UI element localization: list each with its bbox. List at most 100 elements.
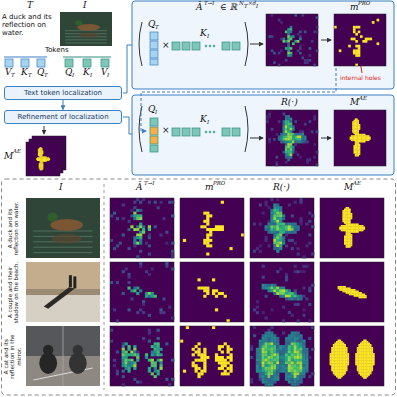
parenthesis	[245, 22, 248, 66]
heatmap-cell	[125, 364, 128, 367]
heatmap-cell	[41, 167, 42, 168]
beach-photo	[26, 262, 100, 322]
heatmap-cell	[299, 133, 302, 136]
heatmap-cell	[45, 157, 46, 158]
heatmap-cell	[262, 276, 265, 279]
heatmap-cell	[299, 135, 302, 138]
heatmap-cell	[270, 359, 273, 362]
heatmap-cell	[125, 359, 128, 362]
heatmap-cell	[159, 233, 162, 236]
heatmap-cell	[42, 162, 43, 163]
heatmap-ground	[250, 198, 314, 258]
heatmap-cell	[218, 367, 221, 370]
heatmap-cell	[294, 133, 297, 136]
heatmap-cell	[279, 220, 282, 223]
heatmap-cell	[41, 164, 42, 165]
heatmap-cell	[42, 157, 43, 158]
heatmap-cell	[39, 166, 40, 167]
heatmap-cell	[291, 295, 294, 298]
heatmap-ground	[250, 326, 314, 386]
heatmap-cell	[41, 154, 42, 155]
heatmap-cell	[282, 242, 285, 245]
arrow	[44, 126, 45, 134]
heatmap-cell	[276, 375, 279, 378]
arrow	[250, 138, 263, 139]
heatmap-cell	[297, 247, 300, 250]
heatmap-cell	[299, 217, 302, 220]
heatmap-cell	[168, 306, 171, 309]
heatmap-cell	[42, 163, 43, 164]
duck-photo	[26, 198, 100, 258]
heatmap-cell	[221, 367, 224, 370]
heatmap-cell	[282, 231, 285, 234]
heatmap-cell	[313, 118, 316, 121]
heatmap-cell	[224, 295, 227, 298]
heatmap-cell	[276, 233, 279, 236]
heatmap-cell	[113, 308, 116, 311]
heatmap-cell	[40, 156, 41, 157]
heatmap-cell	[41, 156, 42, 157]
heatmap-cell	[270, 231, 273, 234]
heatmap-cell	[133, 367, 136, 370]
heatmap-cell	[256, 367, 259, 370]
heatmap-cell	[159, 308, 162, 311]
heatmap-cell	[127, 276, 130, 279]
heatmap-cell	[363, 228, 365, 230]
heatmap-cell	[288, 228, 291, 231]
heatmap-cell	[288, 295, 291, 298]
heatmap-cell	[40, 163, 41, 164]
heatmap-cell	[292, 133, 295, 136]
heatmap-cell	[40, 151, 41, 152]
heatmap-cell	[309, 120, 312, 123]
heatmap-cell	[43, 159, 44, 160]
heatmap	[250, 262, 314, 322]
heatmap-cell	[215, 359, 218, 362]
mirror-edge	[63, 326, 64, 386]
heatmap-cell	[276, 340, 279, 343]
heatmap-cell	[44, 160, 45, 161]
heatmap	[266, 14, 318, 66]
heatmap-cell	[275, 133, 278, 136]
heatmap-cell	[287, 42, 290, 45]
heatmap-cell	[227, 361, 230, 364]
heatmap-cell	[44, 160, 45, 161]
heatmap-ground	[110, 262, 174, 322]
heatmap-cell	[365, 40, 368, 43]
heatmap-cell	[130, 364, 133, 367]
heatmap-cell	[40, 167, 41, 168]
heatmap-cell	[355, 40, 358, 43]
heatmap-cell	[39, 159, 40, 160]
heatmap-cell	[40, 155, 41, 156]
heatmap-cell	[42, 166, 43, 167]
heatmap-cell	[265, 334, 268, 337]
heatmap-cell	[291, 292, 294, 295]
heatmap-cell	[270, 212, 273, 215]
heatmap	[334, 14, 386, 66]
heatmap-cell	[162, 311, 165, 314]
heatmap-ground	[26, 142, 60, 176]
heatmap-cell	[40, 156, 41, 157]
heatmap-cell	[227, 348, 230, 351]
heatmap-cell	[40, 155, 41, 156]
heatmap-cell	[265, 295, 268, 298]
heatmap-cell	[353, 31, 356, 34]
heatmap-cell	[311, 40, 314, 43]
heatmap-cell	[301, 141, 304, 144]
heatmap-cell	[287, 47, 290, 50]
heatmap-cell	[365, 297, 367, 299]
heatmap-cell	[279, 231, 282, 234]
heatmap-cell	[139, 236, 142, 239]
heatmap-cell	[279, 212, 282, 215]
heatmap-cell	[273, 359, 276, 362]
heatmap-cell	[113, 364, 116, 367]
heatmap-cell	[42, 153, 43, 154]
heatmap-cell	[218, 228, 221, 231]
heatmap-cell	[41, 166, 42, 167]
heatmap-cell	[154, 370, 157, 373]
heatmap-cell	[206, 242, 209, 245]
heatmap	[266, 110, 318, 166]
heatmap-cell	[40, 167, 41, 168]
heatmap-cell	[270, 334, 273, 337]
heatmap-cell	[287, 128, 290, 131]
heatmap-cell	[273, 239, 276, 242]
